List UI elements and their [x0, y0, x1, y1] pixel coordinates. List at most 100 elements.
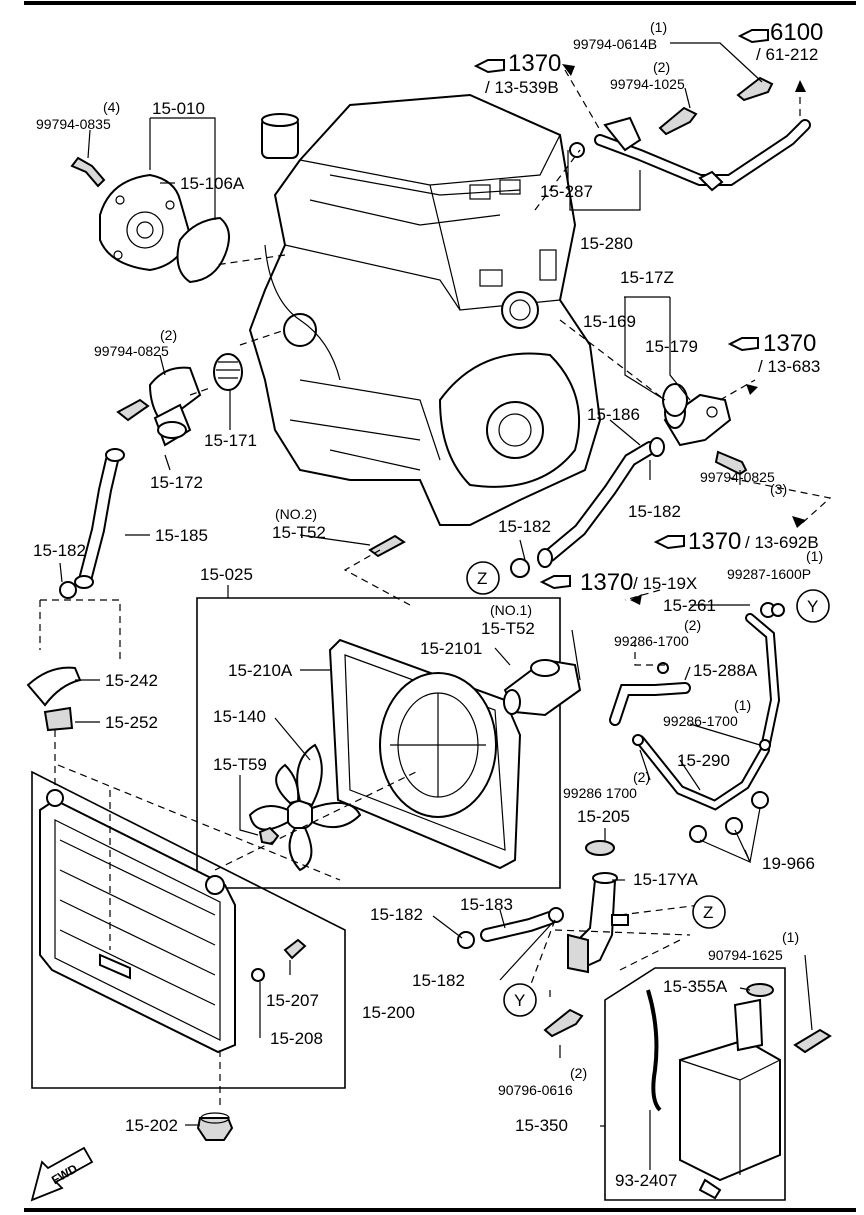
label-ref-61-212: / 61-212 — [756, 45, 818, 64]
label-ref-1370-c: 1370 — [688, 528, 741, 555]
label-15-355A: 15-355A — [663, 977, 728, 996]
cap-15-205 — [585, 840, 615, 856]
label-ref-13-539B: / 13-539B — [485, 78, 559, 97]
label-15-T52-b: 15-T52 — [481, 619, 535, 638]
label-bolt-0825b-qty: (3) — [770, 481, 787, 497]
label-t52-no2: (NO.2) — [275, 506, 317, 522]
clamps-19-966 — [689, 791, 769, 843]
radiator-cap-15-202 — [196, 1112, 234, 1141]
label-15-182-e: 15-182 — [412, 971, 465, 990]
reservoir-box — [604, 967, 786, 1201]
reference-hand-icon — [473, 29, 769, 590]
label-bolt-1025-qty: (2) — [653, 59, 670, 75]
label-ref-1370-a: 1370 — [508, 50, 561, 77]
label-connector-z-bottom: Z — [703, 903, 713, 922]
label-19-966: 19-966 — [762, 854, 815, 873]
label-15-202: 15-202 — [125, 1116, 178, 1135]
hose-15-290 — [635, 735, 770, 811]
label-15-287: 15-287 — [540, 182, 593, 201]
label-15-242: 15-242 — [105, 671, 158, 690]
bolt-99794-1025 — [658, 106, 698, 136]
reservoir-tank-15-350 — [679, 998, 781, 1200]
label-15-182-c: 15-182 — [33, 541, 86, 560]
bolt-99794-0835 — [70, 156, 106, 188]
bolt-90796-0616 — [543, 1008, 584, 1038]
label-bolt-1600P: 99287-1600P — [727, 566, 811, 582]
label-93-2407: 93-2407 — [615, 1171, 677, 1190]
connector-y-right — [796, 589, 830, 623]
label-bolt-0835-qty: (4) — [103, 99, 120, 115]
label-15-140: 15-140 — [213, 707, 266, 726]
label-15-025: 15-025 — [200, 565, 253, 584]
label-15-T52-a: 15-T52 — [272, 523, 326, 542]
connector-z-top — [466, 561, 500, 595]
thermostat-housing-15-172 — [148, 366, 202, 447]
label-15-169: 15-169 — [583, 312, 636, 331]
label-ref-1370-d: 1370 — [580, 569, 633, 596]
label-15-T59: 15-T59 — [213, 755, 267, 774]
label-15-261: 15-261 — [663, 596, 716, 615]
connector-y-bottom — [503, 983, 537, 1017]
label-ref-13-683: / 13-683 — [758, 357, 820, 376]
label-15-288A: 15-288A — [693, 661, 758, 680]
o-ring-15-169 — [662, 383, 688, 417]
bolt-99794-0825-right — [714, 450, 748, 476]
engine-block — [248, 93, 602, 526]
label-ref-15-19X: / 15-19X — [633, 574, 697, 593]
overflow-hose-93-2407 — [646, 989, 662, 1112]
bolt-99794-0825-left — [116, 398, 150, 422]
fan-assembly-box — [196, 597, 561, 889]
label-15-186: 15-186 — [587, 405, 640, 424]
clamp-99287-1600P — [771, 603, 785, 617]
filler-neck-15-17YA — [566, 872, 629, 974]
water-pump-gasket — [176, 216, 230, 284]
arrow-heads — [562, 64, 806, 605]
label-clamp-1700c: 99286 1700 — [563, 785, 637, 801]
o-ring-15-208 — [251, 968, 265, 982]
label-15-207: 15-207 — [266, 991, 319, 1010]
label-bolt-0616: 90796-0616 — [498, 1082, 573, 1098]
connector-z-bottom — [692, 895, 726, 929]
label-15-280: 15-280 — [580, 234, 633, 253]
label-bolt-0614B-qty: (1) — [650, 19, 667, 35]
bolt-99794-0614B — [736, 76, 774, 102]
radiator-15-200 — [39, 789, 236, 1054]
label-t52-no1: (NO.1) — [490, 602, 532, 618]
hose-15-183 — [480, 911, 557, 942]
nut-15-T59 — [258, 826, 280, 846]
label-bolt-1625: 90794-1625 — [708, 947, 783, 963]
label-bolt-1625-qty: (1) — [782, 929, 799, 945]
label-15-182-d: 15-182 — [370, 905, 423, 924]
reservoir-cap-15-355A — [746, 983, 774, 997]
fwd-arrow-icon — [30, 1146, 94, 1202]
label-15-2101: 15-2101 — [420, 639, 482, 658]
label-15-182-b: 15-182 — [498, 517, 551, 536]
label-bolt-1025: 99794-1025 — [610, 76, 685, 92]
clamp-15-182-left — [59, 581, 77, 599]
label-15-182-a: 15-182 — [628, 502, 681, 521]
label-15-179: 15-179 — [645, 337, 698, 356]
fan-15-140 — [248, 743, 362, 872]
label-15-200: 15-200 — [362, 1003, 415, 1022]
label-15-350: 15-350 — [515, 1116, 568, 1135]
label-connector-z-top: Z — [477, 569, 487, 588]
label-connector-y-bottom: Y — [514, 991, 525, 1010]
fan-shroud-15-210A — [328, 638, 522, 870]
label-15-171: 15-171 — [204, 431, 257, 450]
label-15-208: 15-208 — [270, 1029, 323, 1048]
label-clamp-1700b-qty: (1) — [734, 697, 751, 713]
leader-lines — [59, 42, 813, 1170]
label-15-106A: 15-106A — [180, 174, 245, 193]
clamp-15-182-mid — [510, 558, 530, 578]
label-bolt-0825a: 99794-0825 — [94, 343, 169, 359]
dashed-guide-lines — [39, 69, 832, 1105]
radiator-cushion-15-252 — [43, 706, 74, 732]
part-labels: (1) 99794-0614B 6100 / 61-212 1370 / 13-… — [33, 19, 823, 1190]
label-ref-6100: 6100 — [770, 19, 823, 46]
label-15-010: 15-010 — [152, 99, 205, 118]
label-bolt-0825b: 99794-0825 — [700, 469, 775, 485]
label-15-17YA: 15-17YA — [633, 870, 699, 889]
bolt-90794-1625 — [793, 1028, 832, 1054]
label-bolt-0614B: 99794-0614B — [573, 36, 657, 52]
